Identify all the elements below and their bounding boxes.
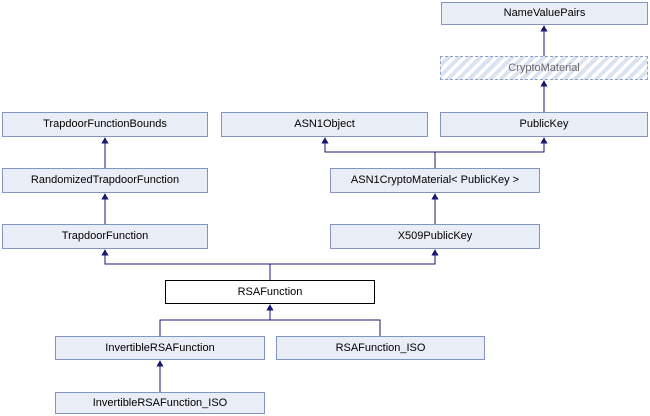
edge-randomizedtrapdoorfunction-to-trapdoorfunctionbounds (101, 137, 109, 168)
edge-asn1cryptomaterial-to-publickey (435, 137, 548, 153)
class-node-namevaluepairs[interactable]: NameValuePairs (441, 2, 648, 25)
edge-publickey-to-cryptomaterial (540, 80, 548, 112)
class-node-invertiblersafunction[interactable]: InvertibleRSAFunction (55, 336, 265, 360)
class-node-asn1cryptomaterial-publickey[interactable]: ASN1CryptoMaterial< PublicKey > (330, 168, 540, 193)
class-node-rsafunction-current: RSAFunction (165, 280, 375, 304)
class-node-publickey[interactable]: PublicKey (440, 112, 648, 137)
edge-cryptomaterial-to-namevaluepairs (540, 25, 548, 56)
edge-asn1cryptomaterial-to-asn1object (321, 137, 436, 168)
class-node-x509publickey[interactable]: X509PublicKey (330, 224, 540, 249)
edge-rsafunction-to-trapdoorfunction (101, 249, 271, 280)
class-node-rsafunction-iso[interactable]: RSAFunction_ISO (276, 336, 485, 360)
edge-x509publickey-to-asn1cryptomaterial (431, 193, 439, 224)
class-node-cryptomaterial: CryptoMaterial (440, 56, 648, 80)
class-node-invertiblersafunction-iso[interactable]: InvertibleRSAFunction_ISO (55, 392, 265, 414)
edge-children-to-rsafunction (159, 304, 381, 336)
class-node-trapdoorfunction[interactable]: TrapdoorFunction (2, 224, 208, 249)
class-node-asn1object[interactable]: ASN1Object (221, 112, 428, 137)
edge-trapdoorfunction-to-randomizedtrapdoorfunction (101, 193, 109, 224)
class-node-trapdoorfunctionbounds[interactable]: TrapdoorFunctionBounds (2, 112, 208, 137)
class-node-randomizedtrapdoorfunction[interactable]: RandomizedTrapdoorFunction (2, 168, 208, 193)
edge-rsafunction-to-x509publickey (270, 249, 439, 265)
edge-invertiblersafunction_iso-to-invertiblersafunction (156, 360, 164, 392)
